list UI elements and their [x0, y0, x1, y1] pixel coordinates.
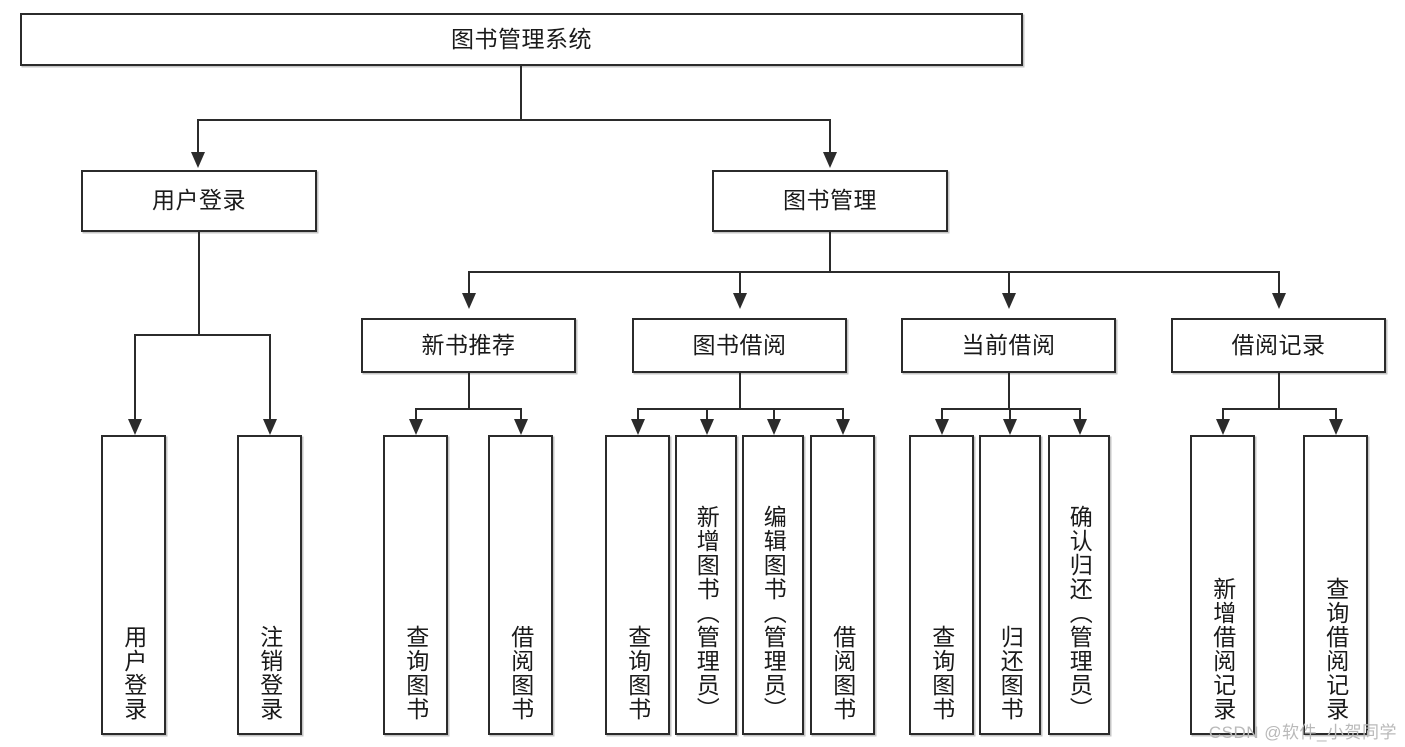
arrowhead-leaf-query-book-3: [935, 419, 949, 435]
arrowhead-leaf-borrow-book-2: [836, 419, 850, 435]
edge-book-manage-to-current: [1008, 271, 1010, 293]
leaf-label: 查询图书: [928, 625, 955, 721]
edge-book-manage-to-new-book: [468, 271, 470, 293]
edge-new-book-stem: [468, 373, 470, 409]
node-label: 当前借阅: [961, 331, 1056, 358]
arrowhead-leaf-add-record: [1216, 419, 1230, 435]
edge-current-borrow-stem: [1008, 373, 1010, 409]
leaf-label: 新增借阅记录: [1209, 577, 1236, 721]
edge-root-bus: [197, 119, 831, 121]
arrowhead-leaf-borrow-book-1: [514, 419, 528, 435]
node-root-system[interactable]: 图书管理系统: [20, 13, 1023, 66]
node-label: 图书管理: [783, 187, 877, 214]
edge-book-manage-to-borrow: [739, 271, 741, 293]
leaf-return-book[interactable]: 归还图书: [979, 435, 1041, 735]
leaf-add-book-admin[interactable]: 新增图书（管理员）: [675, 435, 737, 735]
node-new-book-recommend[interactable]: 新书推荐: [361, 318, 576, 373]
edge-book-manage-bus: [468, 271, 1279, 273]
csdn-watermark: CSDN @软件_小贺同学: [1208, 723, 1397, 742]
leaf-label: 确认归还（管理员）: [1066, 505, 1093, 721]
leaf-query-book-borrow[interactable]: 查询图书: [605, 435, 670, 735]
leaf-logout[interactable]: 注销登录: [237, 435, 302, 735]
edge-book-borrow-to-leaf-1: [637, 408, 639, 420]
leaf-label: 查询借阅记录: [1322, 577, 1349, 721]
leaf-query-borrow-record[interactable]: 查询借阅记录: [1303, 435, 1368, 735]
leaf-user-login[interactable]: 用户登录: [101, 435, 166, 735]
arrowhead-borrow-record: [1272, 293, 1286, 309]
leaf-borrow-book[interactable]: 借阅图书: [810, 435, 875, 735]
arrowhead-leaf-edit-book: [767, 419, 781, 435]
node-user-login[interactable]: 用户登录: [81, 170, 317, 232]
edge-current-borrow-to-leaf-1: [941, 408, 943, 420]
node-label: 新书推荐: [421, 331, 516, 358]
arrowhead-leaf-return-book: [1003, 419, 1017, 435]
edge-current-borrow-to-leaf-2: [1009, 408, 1011, 420]
node-book-borrow[interactable]: 图书借阅: [632, 318, 847, 373]
leaf-label: 查询图书: [402, 625, 429, 721]
arrowhead-leaf-query-book-1: [409, 419, 423, 435]
edge-book-borrow-stem: [739, 373, 741, 409]
node-label: 用户登录: [152, 187, 246, 214]
edge-user-login-bus: [134, 334, 270, 336]
edge-user-login-to-leaf-2: [269, 334, 271, 419]
edge-current-borrow-to-leaf-3: [1079, 408, 1081, 420]
arrowhead-leaf-query-record: [1329, 419, 1343, 435]
edge-book-borrow-bus: [637, 408, 843, 410]
leaf-label: 编辑图书（管理员）: [760, 505, 787, 721]
arrowhead-user-login: [191, 152, 205, 168]
edge-borrow-record-stem: [1278, 373, 1280, 409]
node-current-borrow[interactable]: 当前借阅: [901, 318, 1116, 373]
leaf-borrow-book-recommend[interactable]: 借阅图书: [488, 435, 553, 735]
edge-book-manage-to-record: [1278, 271, 1280, 293]
arrowhead-book-borrow: [733, 293, 747, 309]
edge-user-login-stem: [198, 232, 200, 335]
leaf-query-book-recommend[interactable]: 查询图书: [383, 435, 448, 735]
edge-borrow-record-to-leaf-1: [1222, 408, 1224, 420]
edge-root-stem: [520, 66, 522, 120]
arrowhead-leaf-confirm-return: [1073, 419, 1087, 435]
node-label: 图书管理系统: [451, 25, 592, 52]
edge-book-borrow-to-leaf-3: [773, 408, 775, 420]
arrowhead-leaf-logout: [263, 419, 277, 435]
edge-book-borrow-to-leaf-4: [842, 408, 844, 420]
leaf-label: 查询图书: [624, 625, 651, 721]
node-borrow-record[interactable]: 借阅记录: [1171, 318, 1386, 373]
leaf-label: 注销登录: [256, 625, 283, 721]
node-book-manage[interactable]: 图书管理: [712, 170, 948, 232]
edge-borrow-record-bus: [1222, 408, 1336, 410]
edge-new-book-to-leaf-1: [415, 408, 417, 420]
arrowhead-book-manage: [823, 152, 837, 168]
leaf-query-book-current[interactable]: 查询图书: [909, 435, 974, 735]
arrowhead-leaf-add-book: [700, 419, 714, 435]
edge-root-to-user-login: [197, 119, 199, 152]
leaf-label: 借阅图书: [829, 625, 856, 721]
leaf-edit-book-admin[interactable]: 编辑图书（管理员）: [742, 435, 804, 735]
leaf-label: 归还图书: [997, 625, 1024, 721]
edge-root-to-book-manage: [829, 119, 831, 152]
edge-new-book-to-leaf-2: [520, 408, 522, 420]
arrowhead-current-borrow: [1002, 293, 1016, 309]
edge-new-book-bus: [415, 408, 521, 410]
leaf-confirm-return-admin[interactable]: 确认归还（管理员）: [1048, 435, 1110, 735]
edge-book-manage-stem: [829, 232, 831, 272]
node-label: 图书借阅: [692, 331, 787, 358]
edge-book-borrow-to-leaf-2: [706, 408, 708, 420]
leaf-label: 用户登录: [120, 625, 147, 721]
arrowhead-leaf-user-login: [128, 419, 142, 435]
leaf-label: 借阅图书: [507, 625, 534, 721]
leaf-label: 新增图书（管理员）: [693, 505, 720, 721]
arrowhead-leaf-query-book-2: [631, 419, 645, 435]
node-label: 借阅记录: [1231, 331, 1326, 358]
leaf-add-borrow-record[interactable]: 新增借阅记录: [1190, 435, 1255, 735]
edge-user-login-to-leaf-1: [134, 334, 136, 419]
arrowhead-new-book-recommend: [462, 293, 476, 309]
edge-borrow-record-to-leaf-2: [1335, 408, 1337, 420]
